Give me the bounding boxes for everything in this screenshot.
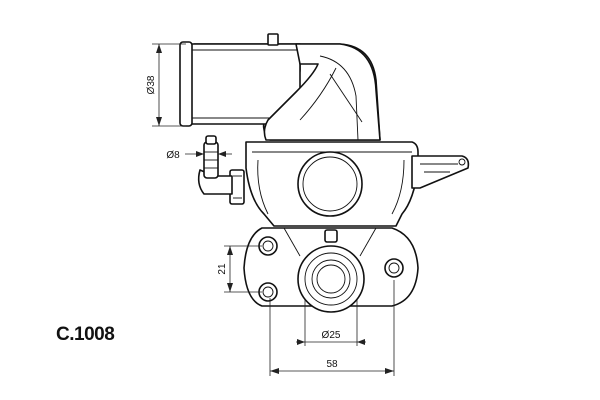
nipple-diameter-label: Ø8 bbox=[166, 150, 180, 161]
dimension-outlet-diameter: Ø25 bbox=[296, 300, 366, 346]
dimension-nipple-diameter: Ø8 bbox=[166, 150, 232, 161]
dimension-height: 21 bbox=[217, 245, 262, 293]
lower-flange bbox=[243, 227, 419, 313]
inlet-diameter-label: Ø38 bbox=[146, 75, 157, 94]
inlet-elbow bbox=[179, 33, 381, 141]
part-code-label: C.1008 bbox=[56, 324, 115, 345]
dimension-inlet-diameter: Ø38 bbox=[146, 43, 186, 127]
width-label: 58 bbox=[326, 359, 338, 370]
main-housing bbox=[229, 141, 470, 227]
height-label: 21 bbox=[217, 263, 228, 275]
bleed-nipple bbox=[197, 135, 233, 195]
outlet-diameter-label: Ø25 bbox=[322, 330, 341, 341]
dimension-width: 58 bbox=[269, 280, 395, 376]
